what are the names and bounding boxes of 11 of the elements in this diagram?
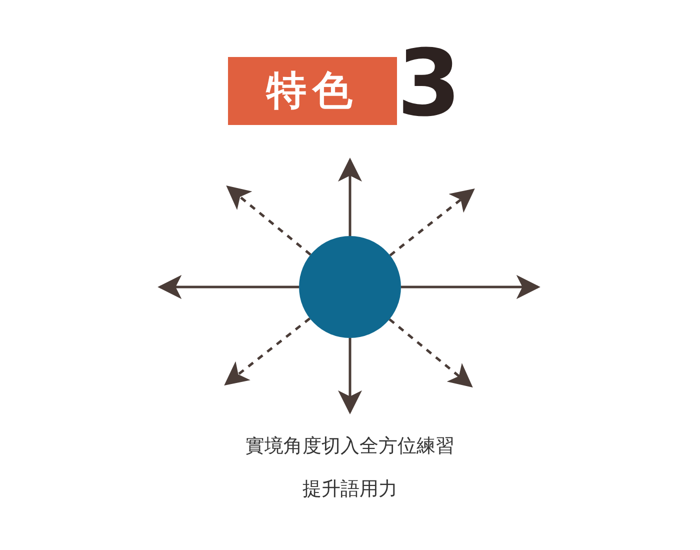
feature-number: 3 (397, 29, 462, 139)
arrow (158, 275, 299, 299)
arrow (401, 275, 540, 299)
arrow (224, 317, 311, 386)
arrow (338, 158, 362, 236)
arrow (388, 318, 473, 388)
arrow (338, 338, 362, 414)
title-text: 特色 (264, 67, 360, 116)
caption: 實境角度切入全方位練習提升語用力 (246, 434, 454, 502)
arrow (389, 188, 475, 256)
arrow (226, 185, 312, 256)
